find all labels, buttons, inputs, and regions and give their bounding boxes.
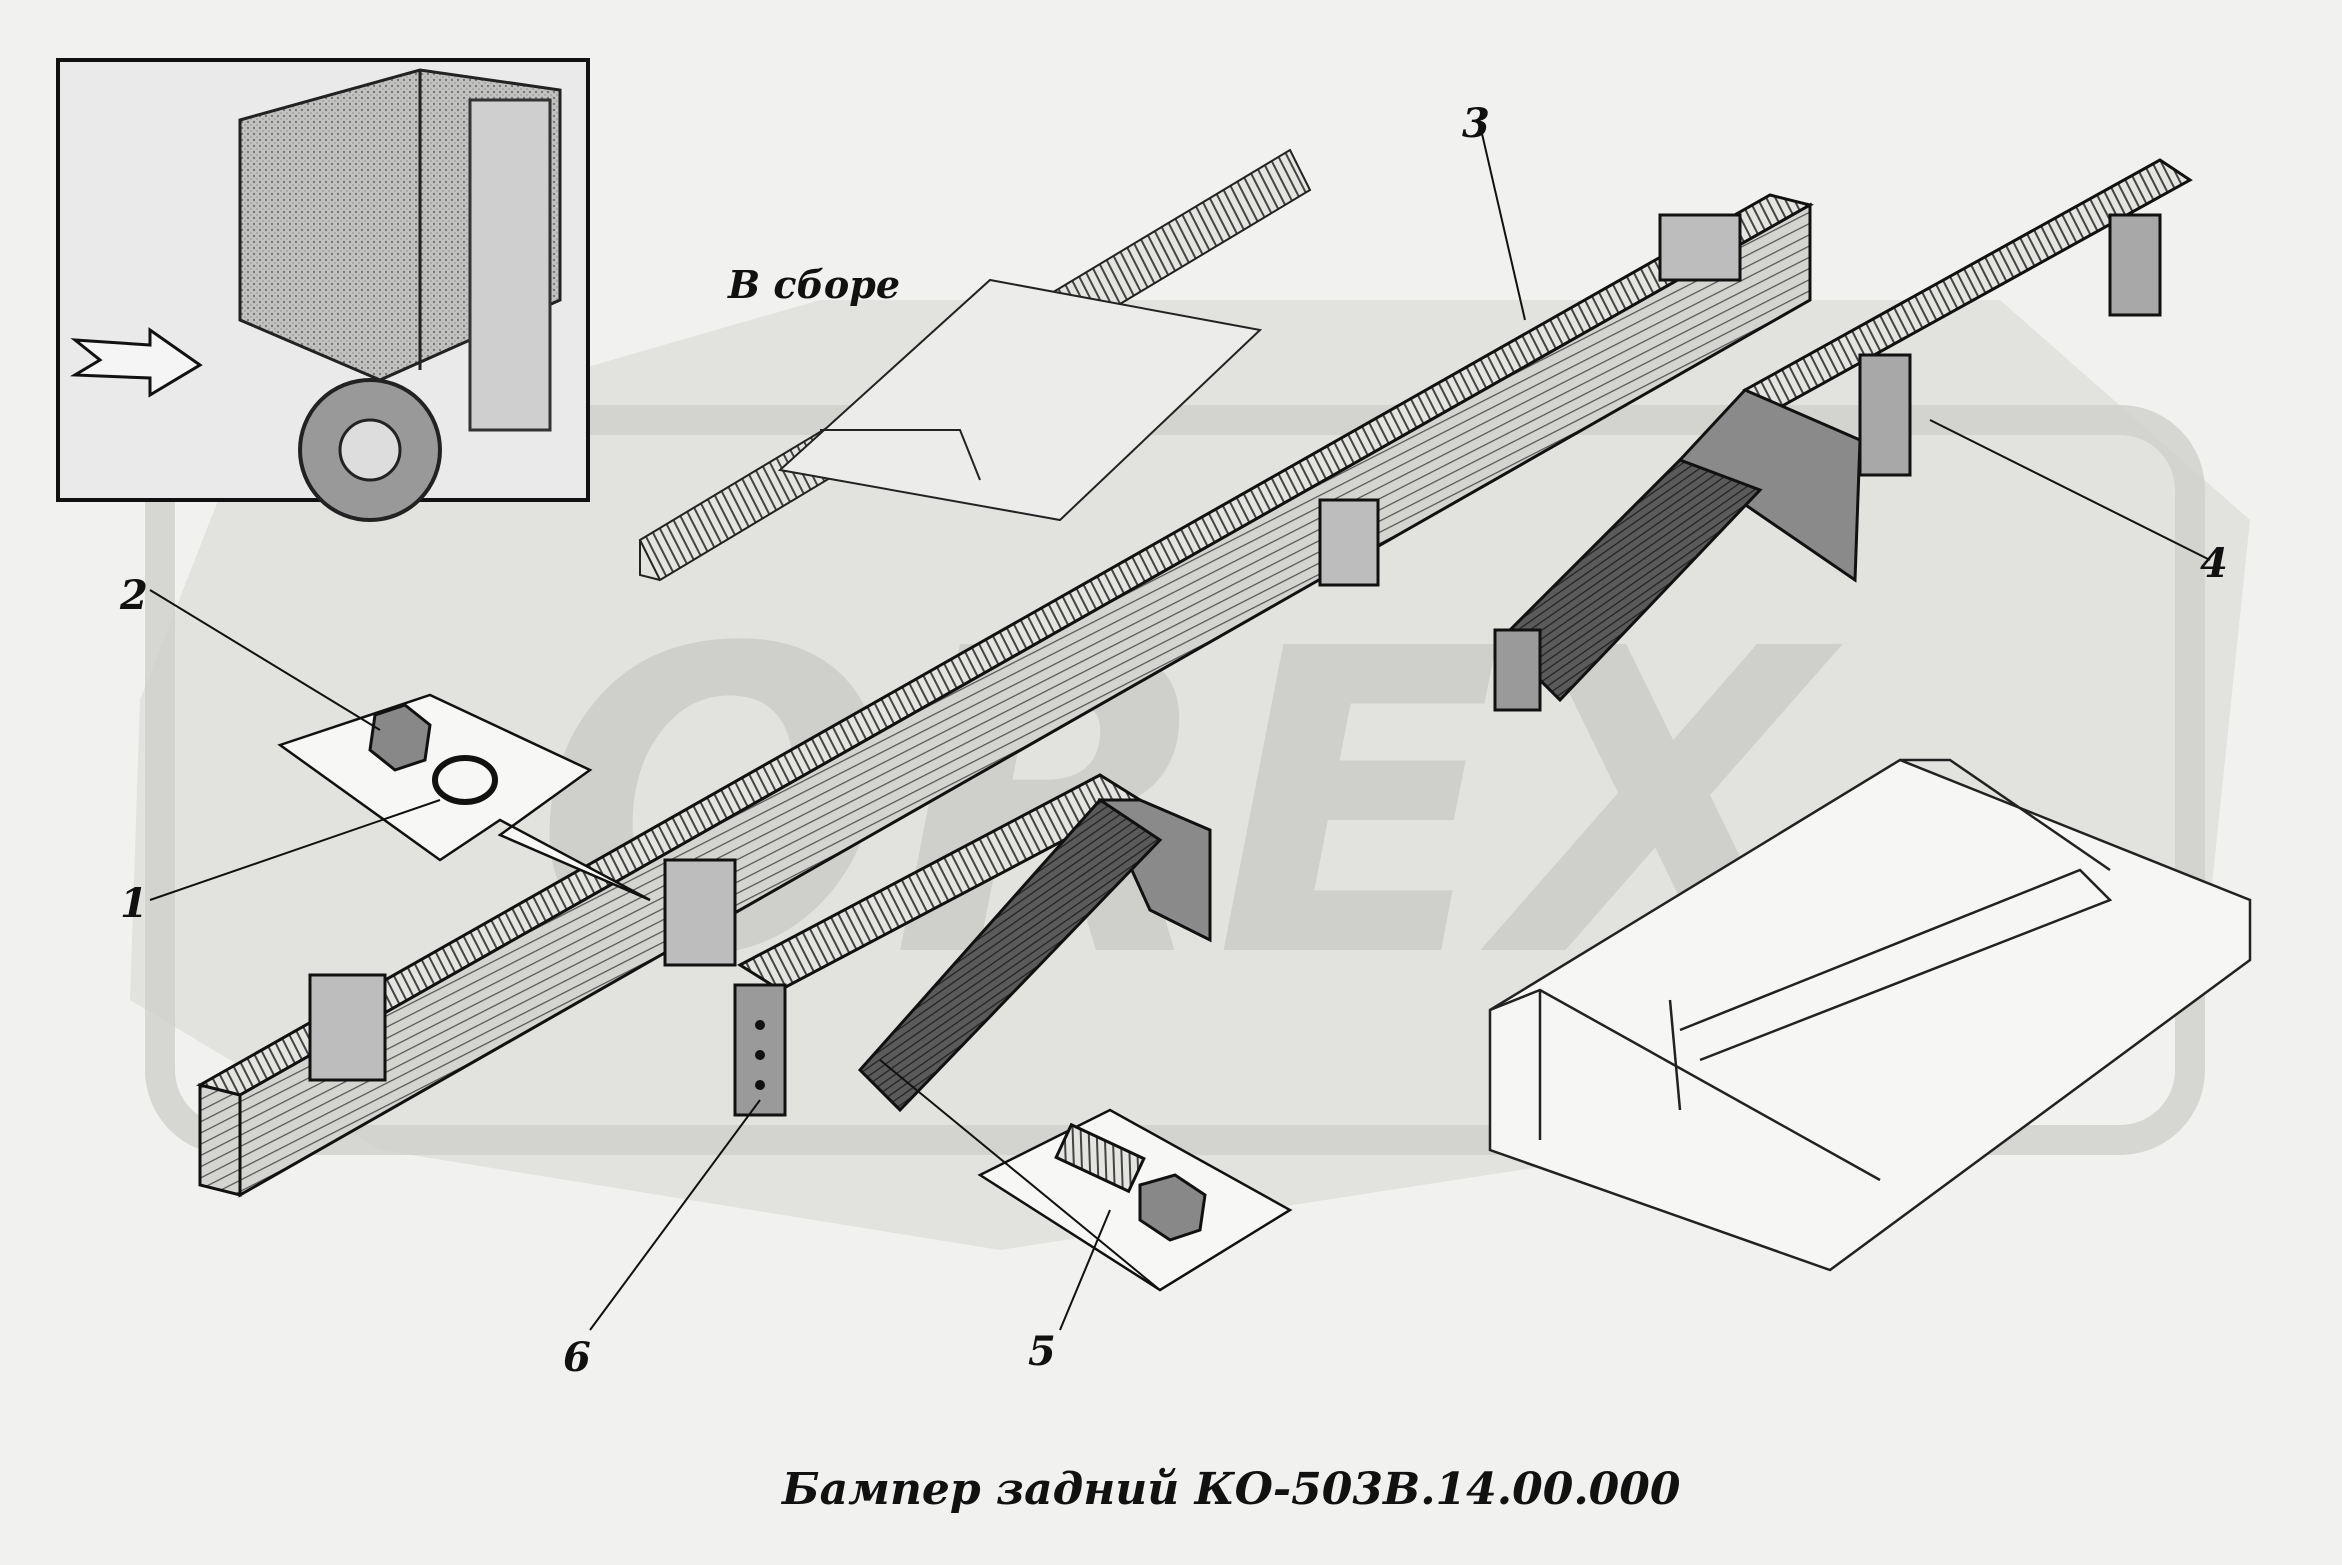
nut-washer-detail [277, 693, 651, 902]
callout-1: 1 [120, 880, 148, 927]
callout-5: 5 [1028, 1328, 1056, 1375]
beam-plate [1318, 498, 1380, 587]
callout-6: 6 [563, 1334, 591, 1381]
leader-lines [149, 124, 2211, 1331]
diagram-caption: Бампер задний КО-503В.14.00.000 [782, 1464, 1681, 1515]
bolt-detail [879, 1059, 1293, 1292]
callout-4: 4 [2200, 540, 2228, 587]
right-bracket [1493, 158, 2193, 712]
left-bracket [733, 773, 1212, 1117]
bumper-beam [195, 193, 1815, 1198]
nut-icon [368, 703, 432, 772]
inset-subtitle: В сборе [728, 262, 901, 307]
washer-icon [432, 755, 498, 805]
assembly-view-upper [638, 148, 1312, 582]
assembly-view-lower [1488, 758, 2252, 1272]
beam-plate [663, 858, 737, 967]
bolt-icon [1138, 1173, 1207, 1242]
callout-2: 2 [120, 572, 148, 619]
truck-inset [56, 58, 590, 522]
pointer-arrow-icon [69, 327, 203, 398]
callout-3: 3 [1462, 100, 1490, 147]
beam-plate [308, 973, 387, 1082]
beam-plate [1658, 213, 1742, 282]
